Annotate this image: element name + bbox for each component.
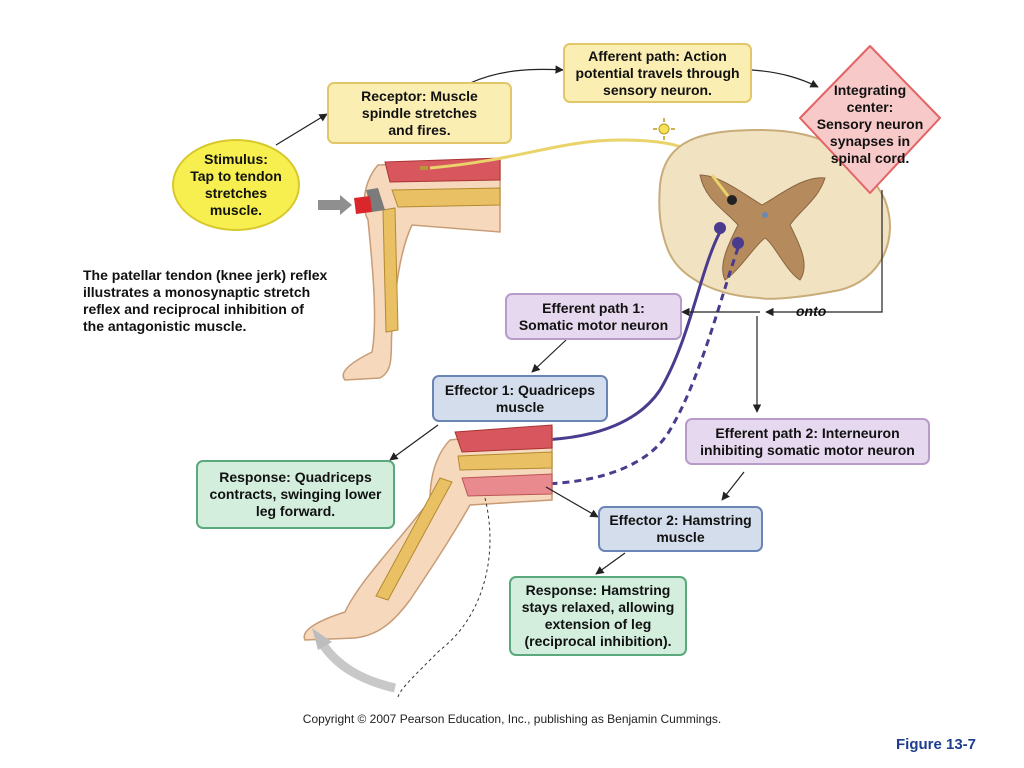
interneuron-motor-path bbox=[539, 247, 740, 486]
onto-label: onto bbox=[796, 303, 827, 319]
receptor-label: Receptor: Muscle spindle stretches and f… bbox=[327, 82, 512, 144]
motor-neuron-path bbox=[539, 231, 722, 442]
figure-label: Figure 13-7 bbox=[896, 736, 977, 753]
flow-arrows bbox=[275, 65, 883, 575]
upper-leg-illustration bbox=[318, 157, 501, 381]
stimulus-label: Stimulus: Tap to tendon stretches muscle… bbox=[172, 139, 300, 231]
response-2-label: Response: Hamstring stays relaxed, allow… bbox=[509, 576, 687, 656]
copyright-text: Copyright © 2007 Pearson Education, Inc.… bbox=[302, 712, 722, 726]
lower-leg-illustration bbox=[303, 424, 553, 698]
diagram-caption: The patellar tendon (knee jerk) reflex i… bbox=[83, 267, 328, 334]
integrating-center-diamond bbox=[799, 45, 941, 194]
efferent-path-1-label: Efferent path 1: Somatic motor neuron bbox=[505, 293, 682, 340]
spinal-cord-illustration bbox=[658, 128, 891, 300]
afferent-path-label: Afferent path: Action potential travels … bbox=[563, 43, 752, 103]
integrating-center-label: Integrating center: Sensory neuron synap… bbox=[816, 81, 924, 166]
effector-2-label: Effector 2: Hamstring muscle bbox=[598, 506, 763, 552]
efferent-path-2-label: Efferent path 2: Interneuron inhibiting … bbox=[685, 418, 930, 465]
action-potential-icon bbox=[653, 118, 675, 140]
effector-1-label: Effector 1: Quadriceps muscle bbox=[432, 375, 608, 422]
response-1-label: Response: Quadriceps contracts, swinging… bbox=[196, 460, 395, 529]
